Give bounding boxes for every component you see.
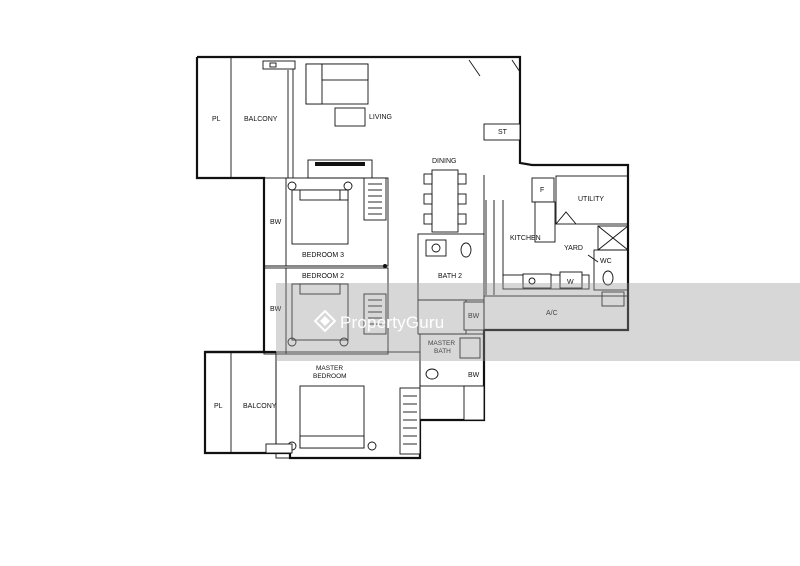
ac-ledge	[483, 295, 629, 331]
bw-bath2-label: BW	[468, 313, 480, 320]
master-bath-label-line2: BATH	[434, 348, 451, 355]
wc-label: WC	[600, 258, 612, 265]
dining-area	[423, 169, 485, 235]
watermark-band	[276, 283, 800, 361]
bw-bedroom2-label: BW	[270, 306, 282, 313]
balcony-bottom-label: BALCONY	[243, 403, 277, 410]
w-label: W	[567, 279, 574, 286]
kitchen-label: KITCHEN	[510, 235, 541, 242]
bottom-balcony-area	[230, 352, 293, 454]
watermark-text: PropertyGuru	[340, 313, 445, 332]
bw-bedroom3-label: BW	[270, 219, 282, 226]
pl-bottom-label: PL	[214, 403, 223, 410]
bath2-area	[417, 233, 485, 335]
bedroom2-label: BEDROOM 2	[302, 273, 344, 280]
kitchen-area	[485, 175, 629, 307]
living-area	[305, 59, 521, 179]
st-label: ST	[498, 129, 508, 136]
room-labels: PL BALCONY LIVING ST DINING F UTILITY KI…	[212, 114, 612, 410]
master-bedroom-area	[275, 351, 421, 459]
propertyguru-logo-icon	[314, 310, 336, 332]
pl-top-label: PL	[212, 116, 221, 123]
balcony-top-label: BALCONY	[244, 116, 278, 123]
bath2-label: BATH 2	[438, 273, 462, 280]
living-label: LIVING	[369, 114, 392, 121]
dining-label: DINING	[432, 158, 457, 165]
yard-label: YARD	[564, 245, 583, 252]
top-balcony-area	[230, 57, 296, 178]
master-bedroom-label-line1: MASTER	[316, 365, 343, 372]
bedroom3-area	[263, 177, 389, 268]
bedroom3-label: BEDROOM 3	[302, 252, 344, 259]
bw-master-label: BW	[468, 372, 480, 379]
bedroom2-area	[263, 267, 389, 355]
ac-label: A/C	[546, 310, 558, 317]
utility-label: UTILITY	[578, 196, 604, 203]
master-bedroom-label-line2: BEDROOM	[313, 373, 347, 380]
master-bath-area	[419, 333, 485, 421]
f-label: F	[540, 187, 544, 194]
master-bath-label-line1: MASTER	[428, 340, 455, 347]
